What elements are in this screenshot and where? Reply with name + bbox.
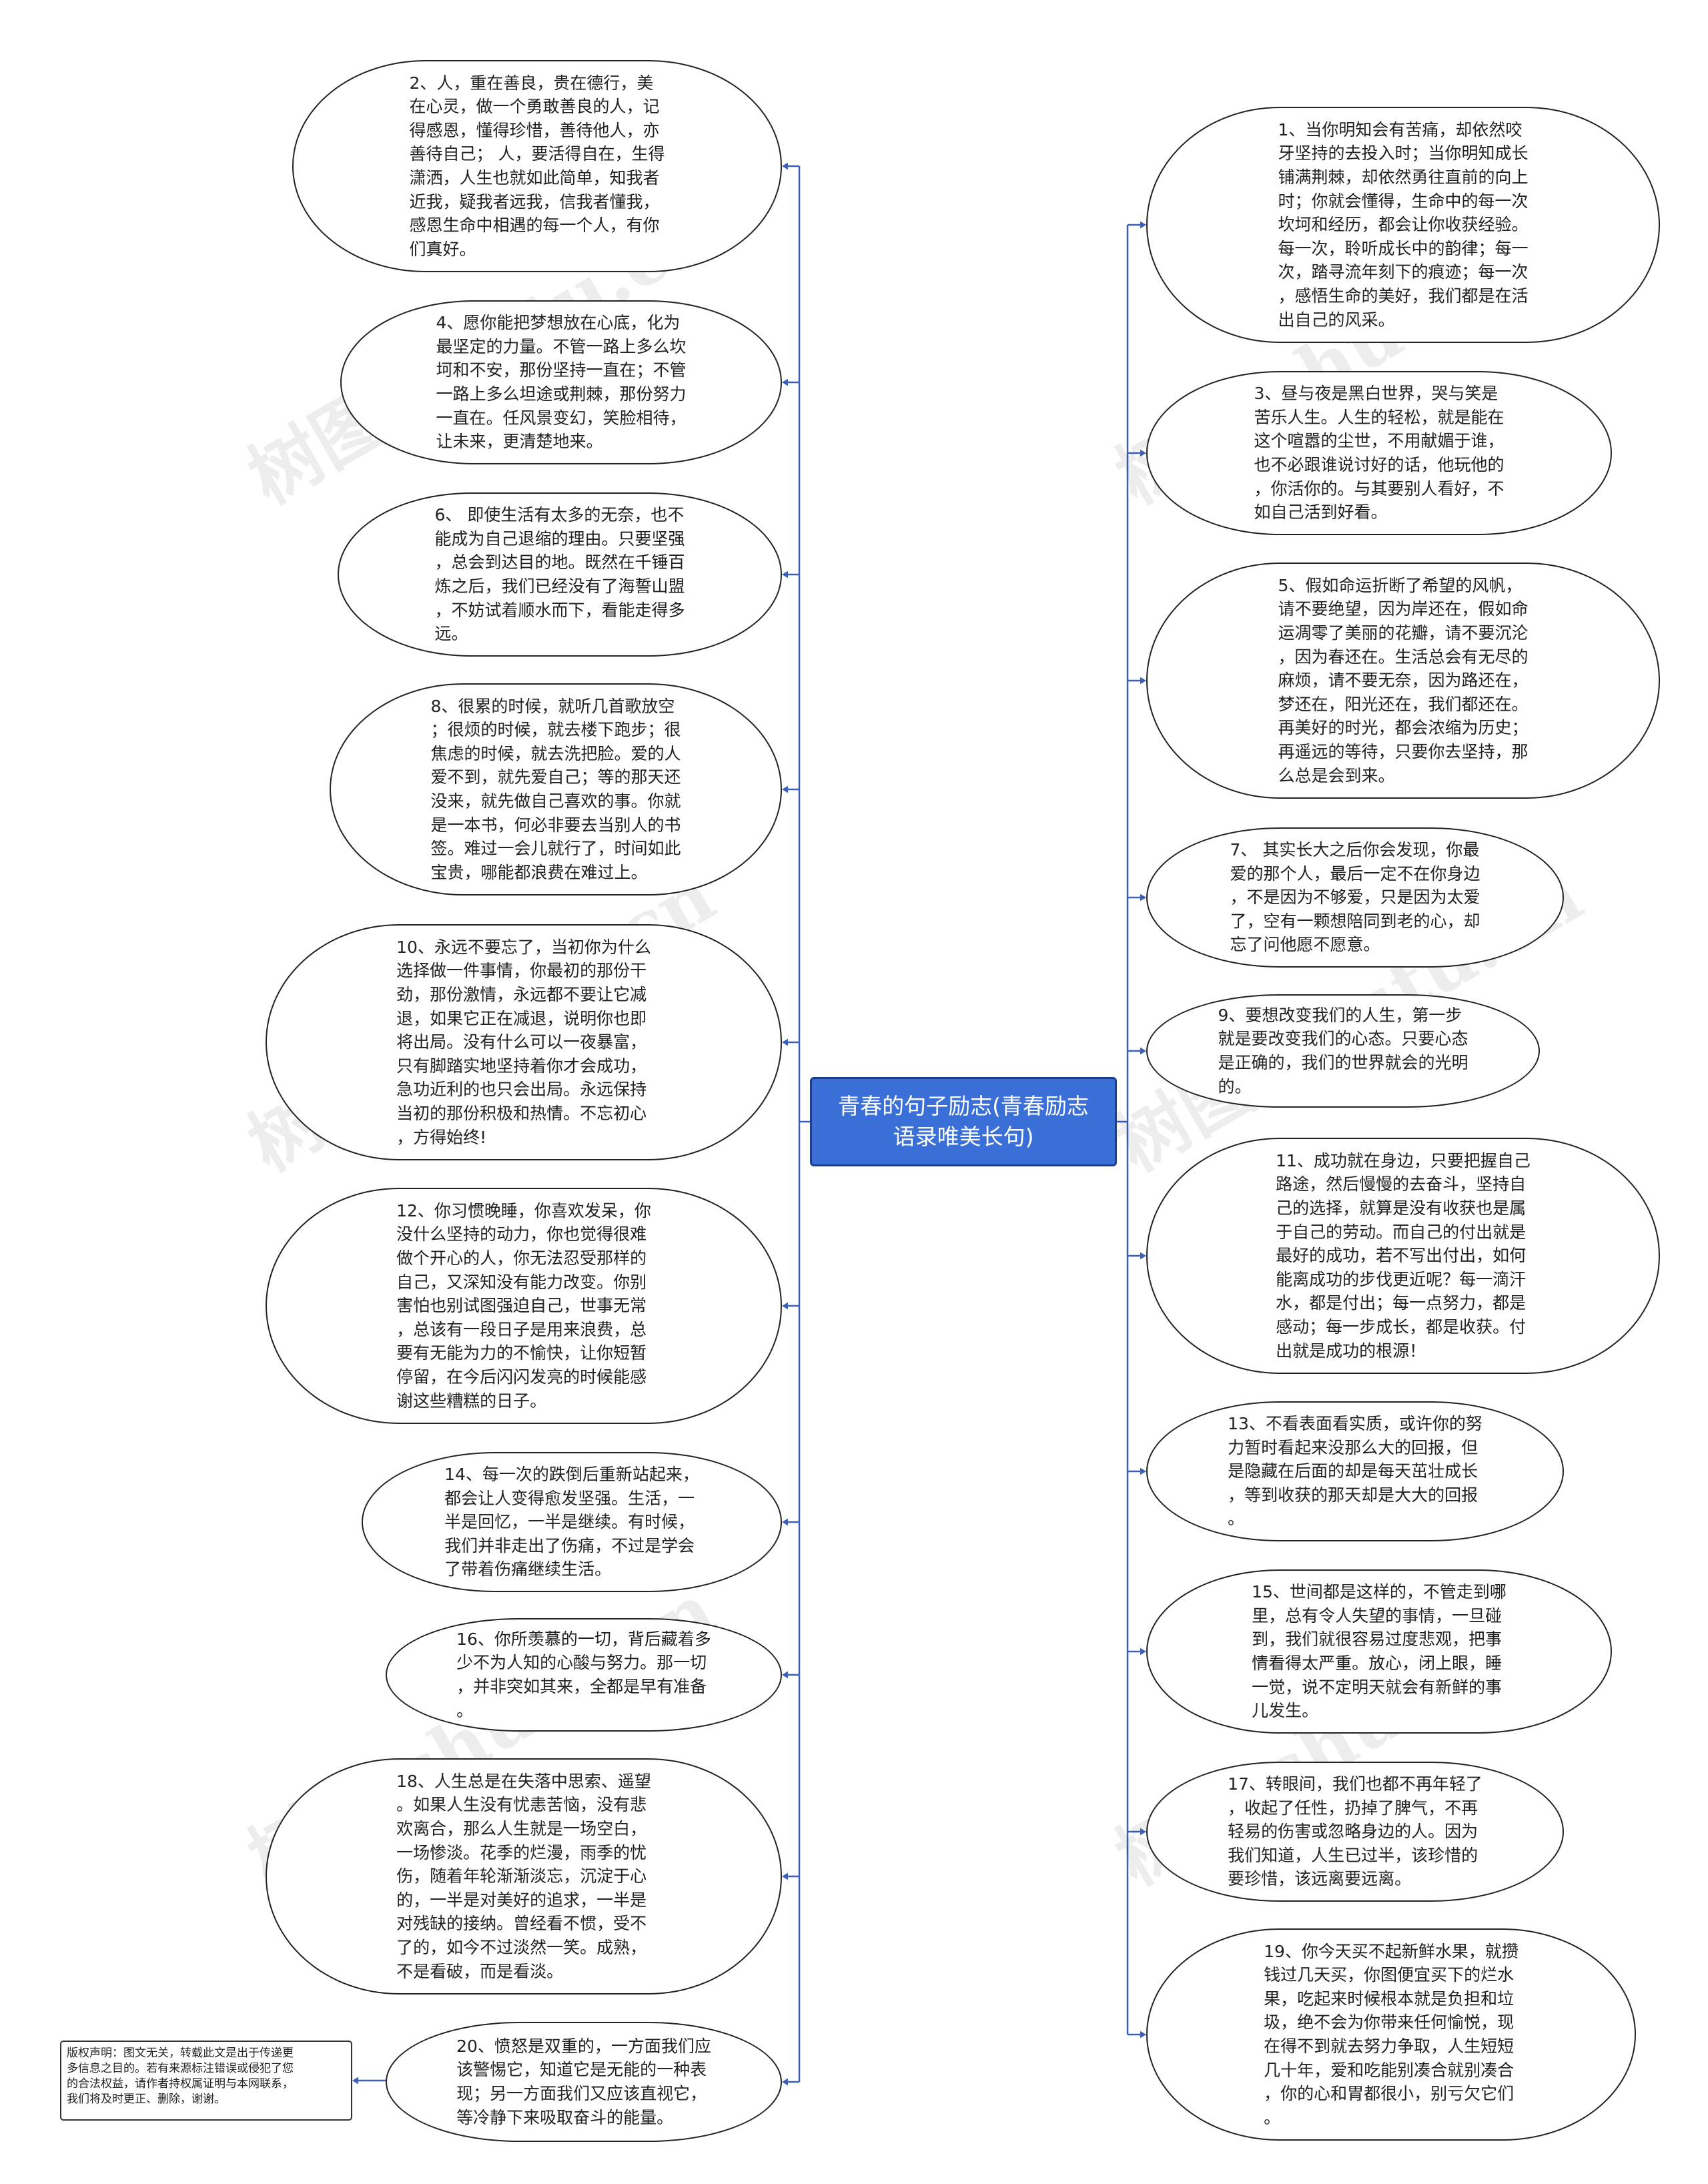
topic-node-2[interactable]: 2、人，重在善良，贵在德行，美 在心灵，做一个勇敢善良的人，记 得感恩，懂得珍惜… [292,60,782,272]
topic-node-text: 9、要想改变我们的人生，第一步 就是要改变我们的心态。只要心态 是正确的，我们的… [1218,1005,1468,1096]
topic-node-text: 17、转眼间，我们也都不再年轻了 ，收起了任性，扔掉了脾气，不再 轻易的伤害或忽… [1228,1774,1482,1889]
central-topic-text: 青春的句子励志(青春励志 语录唯美长句) [838,1093,1089,1150]
copyright-note: 版权声明：图文无关，转载此文是出于传递更 多信息之目的。若有来源标注错误或侵犯了… [60,2041,352,2121]
topic-node-7[interactable]: 7、 其实长大之后你会发现，你最 爱的那个人，最后一定不在你身边 ，不是因为不够… [1146,827,1564,968]
topic-node-20[interactable]: 20、愤怒是双重的，一方面我们应 该警惕它，知道它是无能的一种表 现；另一方面我… [386,2022,782,2142]
topic-node-5[interactable]: 5、假如命运折断了希望的风帆， 请不要绝望，因为岸还在，假如命 运凋零了美丽的花… [1146,563,1660,799]
topic-node-text: 3、昼与夜是黑白世界，哭与笑是 苦乐人生。人生的轻松，就是能在 这个喧嚣的尘世，… [1254,384,1505,522]
connector-arrow [782,1671,788,1679]
topic-node-14[interactable]: 14、每一次的跌倒后重新站起来， 都会让人变得愈发坚强。生活，一 半是回忆，一半… [362,1452,782,1592]
topic-node-10[interactable]: 10、永远不要忘了，当初你为什么 选择做一件事情，你最初的那份干 劲，那份激情，… [266,924,782,1160]
connector-arrow [1140,1467,1146,1475]
connector-arrow [1140,1648,1146,1656]
topic-node-text: 18、人生总是在失落中思索、遥望 。如果人生没有忧恚苦恼，没有悲 欢离合，那么人… [396,1771,651,1981]
topic-node-text: 7、 其实长大之后你会发现，你最 爱的那个人，最后一定不在你身边 ，不是因为不够… [1230,840,1480,955]
connector-arrow [782,162,788,170]
connector-arrow [1140,1252,1146,1260]
topic-node-17[interactable]: 17、转眼间，我们也都不再年轻了 ，收起了任性，扔掉了脾气，不再 轻易的伤害或忽… [1146,1762,1564,1902]
connector-arrow [1140,1047,1146,1055]
topic-node-12[interactable]: 12、你习惯晚睡，你喜欢发呆，你 没什么坚持的动力，你也觉得很难 做个开心的人，… [266,1188,782,1424]
topic-node-text: 10、永远不要忘了，当初你为什么 选择做一件事情，你最初的那份干 劲，那份激情，… [396,937,651,1147]
copyright-note-text: 版权声明：图文无关，转载此文是出于传递更 多信息之目的。若有来源标注错误或侵犯了… [67,2047,294,2106]
connector-arrow [352,2077,358,2085]
topic-node-text: 13、不看表面看实质，或许你的努 力暂时看起来没那么大的回报，但 是隐藏在后面的… [1228,1414,1482,1529]
topic-node-4[interactable]: 4、愿你能把梦想放在心底，化为 最坚定的力量。不管一路上多么坎 坷和不安，那份坚… [340,300,782,464]
connector-arrow [782,2078,788,2086]
topic-node-3[interactable]: 3、昼与夜是黑白世界，哭与笑是 苦乐人生。人生的轻松，就是能在 这个喧嚣的尘世，… [1146,371,1612,535]
connector-arrow [1140,893,1146,901]
topic-node-9[interactable]: 9、要想改变我们的人生，第一步 就是要改变我们的心态。只要心态 是正确的，我们的… [1146,994,1540,1108]
topic-node-text: 4、愿你能把梦想放在心底，化为 最坚定的力量。不管一路上多么坎 坷和不安，那份坚… [436,313,687,452]
topic-node-16[interactable]: 16、你所羡慕的一切，背后藏着多 少不为人知的心酸与努力。那一切 ，并非突如其来… [386,1618,782,1732]
topic-node-6[interactable]: 6、 即使生活有太多的无奈，也不 能成为自己退缩的理由。只要坚强 ，总会到达目的… [338,492,782,657]
connector-arrow [1140,677,1146,685]
connector-arrow [782,378,788,386]
topic-node-text: 6、 即使生活有太多的无奈，也不 能成为自己退缩的理由。只要坚强 ，总会到达目的… [434,505,685,644]
topic-node-text: 8、很累的时候，就听几首歌放空 ；很烦的时候，就去楼下跑步；很 焦虑的时候，就去… [430,696,681,882]
topic-node-text: 2、人，重在善良，贵在德行，美 在心灵，做一个勇敢善良的人，记 得感恩，懂得珍惜… [409,73,665,259]
topic-node-text: 1、当你明知会有苦痛，却依然咬 牙坚持的去投入时；当你明知成长 铺满荆棘，却依然… [1278,119,1529,330]
topic-node-text: 16、你所羡慕的一切，背后藏着多 少不为人知的心酸与努力。那一切 ，并非突如其来… [456,1629,711,1720]
connector-arrow [1140,2031,1146,2039]
topic-node-text: 15、世间都是这样的，不管走到哪 里，总有令人失望的事情，一旦碰 到，我们就很容… [1252,1582,1507,1721]
topic-node-text: 20、愤怒是双重的，一方面我们应 该警惕它，知道它是无能的一种表 现；另一方面我… [456,2036,711,2127]
topic-node-text: 12、你习惯晚睡，你喜欢发呆，你 没什么坚持的动力，你也觉得很难 做个开心的人，… [396,1200,651,1411]
connector-arrow [782,1038,788,1046]
topic-node-15[interactable]: 15、世间都是这样的，不管走到哪 里，总有令人失望的事情，一旦碰 到，我们就很容… [1146,1569,1612,1734]
topic-node-text: 11、成功就在身边，只要把握自己 路途，然后慢慢的去奋斗，坚持自 己的选择，就算… [1276,1150,1531,1361]
topic-node-18[interactable]: 18、人生总是在失落中思索、遥望 。如果人生没有忧恚苦恼，没有悲 欢离合，那么人… [266,1758,782,1994]
connector-arrow [782,1302,788,1310]
topic-node-8[interactable]: 8、很累的时候，就听几首歌放空 ；很烦的时候，就去楼下跑步；很 焦虑的时候，就去… [330,683,782,895]
connector-arrow [782,1518,788,1526]
topic-node-19[interactable]: 19、你今天买不起新鲜水果，就攒 钱过几天买，你图便宜买下的烂水 果，吃起来时候… [1146,1928,1636,2141]
connector-arrow [782,1872,788,1880]
connector-arrow [782,785,788,793]
topic-node-13[interactable]: 13、不看表面看实质，或许你的努 力暂时看起来没那么大的回报，但 是隐藏在后面的… [1146,1401,1564,1541]
topic-node-11[interactable]: 11、成功就在身边，只要把握自己 路途，然后慢慢的去奋斗，坚持自 己的选择，就算… [1146,1138,1660,1374]
topic-node-1[interactable]: 1、当你明知会有苦痛，却依然咬 牙坚持的去投入时；当你明知成长 铺满荆棘，却依然… [1146,107,1660,343]
topic-node-text: 5、假如命运折断了希望的风帆， 请不要绝望，因为岸还在，假如命 运凋零了美丽的花… [1278,575,1529,785]
topic-node-text: 19、你今天买不起新鲜水果，就攒 钱过几天买，你图便宜买下的烂水 果，吃起来时候… [1264,1941,1519,2127]
central-topic[interactable]: 青春的句子励志(青春励志 语录唯美长句) [810,1077,1117,1166]
connector-arrow [782,571,788,579]
topic-node-text: 14、每一次的跌倒后重新站起来， 都会让人变得愈发坚强。生活，一 半是回忆，一半… [444,1465,699,1579]
connector-arrow [1140,221,1146,229]
